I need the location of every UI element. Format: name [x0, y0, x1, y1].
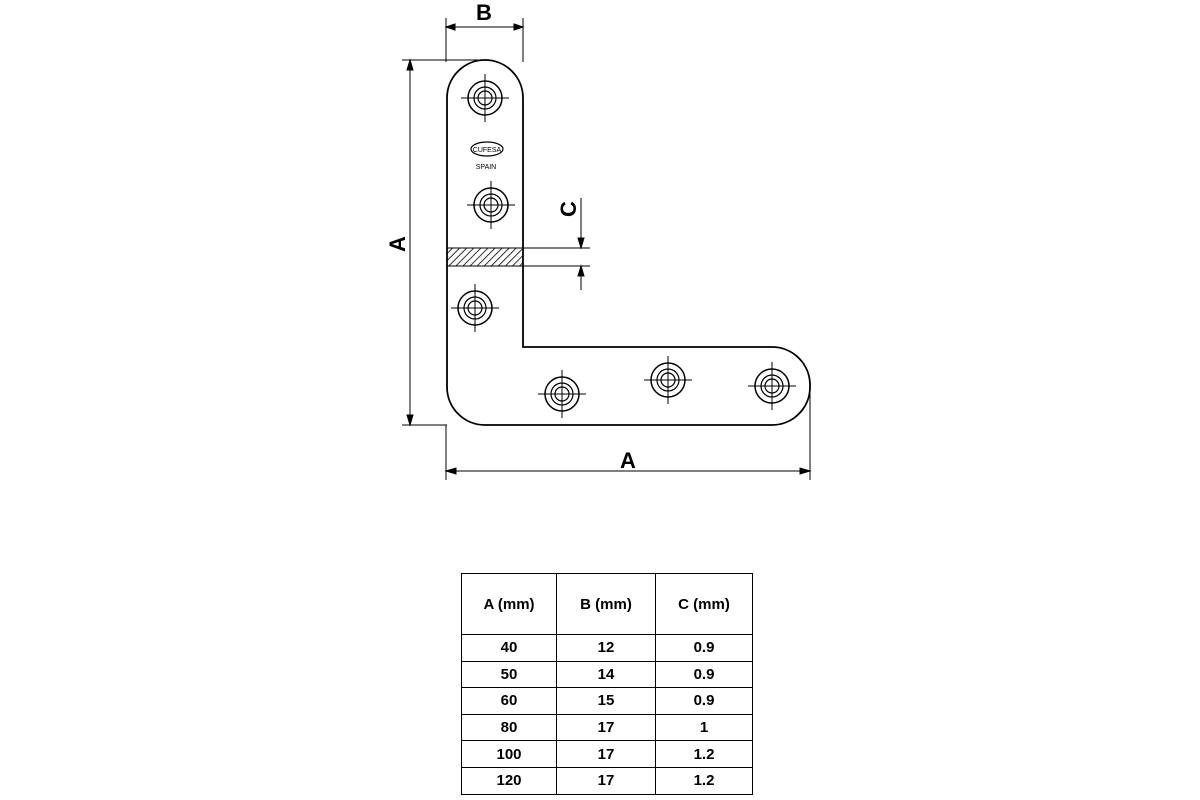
table-row: 60 15 0.9 — [461, 687, 753, 715]
table-cell: 14 — [556, 660, 656, 688]
dimension-a-vertical — [402, 58, 485, 427]
table-cell: 15 — [556, 687, 656, 715]
table-cell: 1.2 — [655, 740, 753, 768]
table-cell: 17 — [556, 713, 656, 741]
dimension-c — [523, 198, 590, 290]
table-row: 50 14 0.9 — [461, 660, 753, 688]
origin-text: SPAIN — [476, 164, 497, 171]
table-cell: 0.9 — [655, 634, 753, 662]
table-row: 80 17 1 — [461, 713, 753, 741]
screw-hole-3 — [451, 284, 499, 332]
table-header-row: A (mm) B (mm) C (mm) — [461, 573, 753, 635]
screw-hole-6 — [748, 362, 796, 410]
table-cell: 1 — [655, 713, 753, 741]
table-cell: 40 — [461, 634, 557, 662]
dimension-b — [444, 18, 525, 62]
screw-hole-4 — [538, 370, 586, 418]
brand-logo-text: CUFESA — [473, 147, 502, 154]
table-cell: 1.2 — [655, 766, 753, 795]
table-cell: 50 — [461, 660, 557, 688]
table-row: 120 17 1.2 — [461, 766, 753, 795]
dimension-a-horizontal-label: A — [620, 448, 636, 473]
screw-hole-5 — [644, 356, 692, 404]
angle-bracket-drawing: CUFESA SPAIN B A A C — [385, 0, 812, 480]
brand-logo: CUFESA — [470, 141, 504, 157]
dimension-a-horizontal — [444, 387, 812, 480]
dimension-c-label: C — [556, 201, 581, 217]
column-header-c: C (mm) — [655, 573, 753, 635]
screw-holes — [451, 74, 796, 418]
thickness-section-hatch — [446, 247, 524, 267]
table-cell: 12 — [556, 634, 656, 662]
table-cell: 0.9 — [655, 687, 753, 715]
table-row: 40 12 0.9 — [461, 634, 753, 662]
dimensions-table: A (mm) B (mm) C (mm) 40 12 0.9 50 14 0.9… — [461, 573, 753, 795]
table-cell: 17 — [556, 740, 656, 768]
table-cell: 100 — [461, 740, 557, 768]
table-cell: 17 — [556, 766, 656, 795]
table-cell: 0.9 — [655, 660, 753, 688]
screw-hole-1 — [461, 74, 509, 122]
bracket-outline — [446, 59, 811, 426]
column-header-a: A (mm) — [461, 573, 557, 635]
table-cell: 60 — [461, 687, 557, 715]
dimension-b-label: B — [476, 0, 492, 25]
dimension-a-vertical-label: A — [385, 236, 410, 252]
table-row: 100 17 1.2 — [461, 740, 753, 768]
table-cell: 80 — [461, 713, 557, 741]
screw-hole-2 — [467, 181, 515, 229]
column-header-b: B (mm) — [556, 573, 656, 635]
table-cell: 120 — [461, 766, 557, 795]
